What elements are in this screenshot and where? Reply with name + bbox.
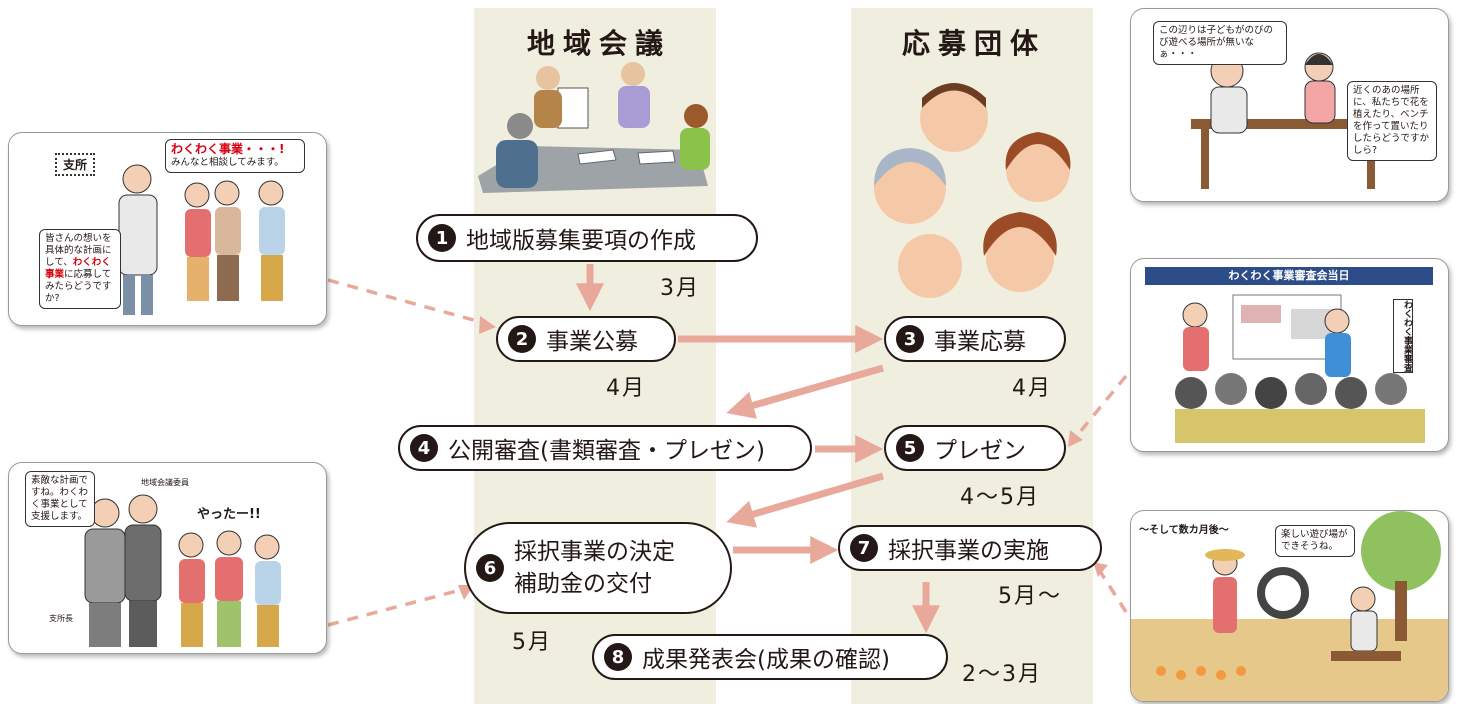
office-bubble-left: 皆さんの想いを具体的な計画にして、わくわく事業に応募してみたらどうですか? xyxy=(39,229,121,309)
step-8-month: 2〜3月 xyxy=(962,662,1042,687)
step-2-number: 2 xyxy=(508,325,536,353)
step-1-pill: 1 地域版募集要項の作成 xyxy=(416,214,758,262)
office-bubble-top-red: わくわく事業・・・! xyxy=(171,142,285,156)
step-6-pill: 6 採択事業の決定 補助金の交付 xyxy=(464,522,732,614)
step-4-pill: 4 公開審査(書類審査・プレゼン) xyxy=(398,425,812,471)
office-people xyxy=(118,164,285,315)
park-bubble: 楽しい遊び場ができそうね。 xyxy=(1275,525,1355,557)
approval-illustration: 素敵な計画ですね。わくわく事業として支援します。 地域会議委員 支所長 やったー… xyxy=(8,462,327,654)
arrow-5-to-6 xyxy=(726,472,884,528)
step-6-label-line1: 採択事業の決定 xyxy=(514,539,675,565)
step-3-number: 3 xyxy=(896,325,924,353)
step-2-label: 事業公募 xyxy=(546,329,638,355)
office-consultation-illustration: 支所 わくわく事業・・・! みんなと相談してみます。 皆さんの想いを具体的な計画… xyxy=(8,132,327,326)
approval-cheer: やったー!! xyxy=(197,507,261,522)
step-5-month: 4〜5月 xyxy=(960,485,1040,510)
office-bubble-top: わくわく事業・・・! みんなと相談してみます。 xyxy=(165,139,305,173)
step-4-label: 公開審査(書類審査・プレゼン) xyxy=(448,438,765,464)
step-3-label: 事業応募 xyxy=(934,329,1026,355)
table-talk-illustration: この辺りは子どもがのびのび遊べる場所が無いなぁ・・・ 近くのあの場所に、私たちで… xyxy=(1130,8,1449,202)
step-7-pill: 7 採択事業の実施 xyxy=(838,525,1102,571)
dashed-presentation-to-5 xyxy=(1073,374,1128,440)
step-1-number: 1 xyxy=(428,224,456,252)
park-heading: 〜そして数カ月後〜 xyxy=(1139,525,1229,536)
office-bubble-left-red: わくわく事業 xyxy=(45,257,111,280)
step-1-month: 3月 xyxy=(660,276,700,301)
step-5-label: プレゼン xyxy=(934,438,1026,464)
step-8-label: 成果発表会(成果の確認) xyxy=(642,647,890,673)
step-3-pill: 3 事業応募 xyxy=(884,316,1066,362)
dashed-office-to-2 xyxy=(327,278,489,326)
approval-bubble: 素敵な計画ですね。わくわく事業として支援します。 xyxy=(25,471,95,527)
presentation-banner: わくわく事業審査会当日 xyxy=(1145,267,1433,285)
step-7-month: 5月〜 xyxy=(998,584,1062,609)
dashed-arrowhead-7 xyxy=(1093,562,1108,577)
office-sign: 支所 xyxy=(55,153,96,176)
step-3-month: 4月 xyxy=(1012,376,1052,401)
step-6-month: 5月 xyxy=(512,630,552,655)
step-6-label-line2: 補助金の交付 xyxy=(514,571,652,597)
step-8-pill: 8 成果発表会(成果の確認) xyxy=(592,634,948,680)
presentation-illustration: わくわく事業審査会当日 わくわく事業審査 xyxy=(1130,258,1449,452)
council-meeting-illustration xyxy=(478,62,710,193)
office-bubble-left-a: 皆さんの想いを具体的な計画にして、 xyxy=(45,233,112,268)
applicant-faces-illustration xyxy=(874,83,1071,298)
park-illustration: 〜そして数カ月後〜 楽しい遊び場ができそうね。 xyxy=(1130,510,1449,702)
table-talk-bubble-b: 近くのあの場所に、私たちで花を植えたり、ベンチを作って置いたりしたらどうですかし… xyxy=(1347,81,1437,161)
step-2-month: 4月 xyxy=(606,376,646,401)
step-7-label: 採択事業の実施 xyxy=(888,538,1049,564)
step-5-pill: 5 プレゼン xyxy=(884,425,1066,471)
step-2-pill: 2 事業公募 xyxy=(496,316,676,362)
park-scene xyxy=(1131,511,1448,701)
arrow-3-to-4 xyxy=(726,364,884,419)
step-7-number: 7 xyxy=(850,534,878,562)
step-1-label: 地域版募集要項の作成 xyxy=(466,228,696,254)
step-4-number: 4 xyxy=(410,434,438,462)
approval-label-member: 地域会議委員 xyxy=(141,478,189,487)
applicants-column-title: 応募団体 xyxy=(902,27,1047,60)
presentation-side-sign: わくわく事業審査 xyxy=(1393,299,1413,373)
approval-people xyxy=(84,494,281,647)
dashed-approval-to-6 xyxy=(327,586,469,627)
presentation-scene xyxy=(1175,294,1425,443)
dashed-arrowhead-2 xyxy=(479,316,496,334)
table-talk-scene xyxy=(1191,52,1381,189)
table-talk-bubble-a: この辺りは子どもがのびのび遊べる場所が無いなぁ・・・ xyxy=(1153,21,1287,65)
step-6-number: 6 xyxy=(476,554,504,582)
office-bubble-top-rest: みんなと相談してみます。 xyxy=(171,157,284,168)
step-8-number: 8 xyxy=(604,643,632,671)
dashed-arrowhead-5 xyxy=(1068,430,1083,447)
step-5-number: 5 xyxy=(896,434,924,462)
council-column-title: 地域会議 xyxy=(527,27,672,60)
dashed-park-to-7 xyxy=(1096,567,1128,613)
approval-label-chief: 支所長 xyxy=(49,614,73,623)
office-bubble-left-b: に応募してみたらどうですか? xyxy=(45,269,112,304)
